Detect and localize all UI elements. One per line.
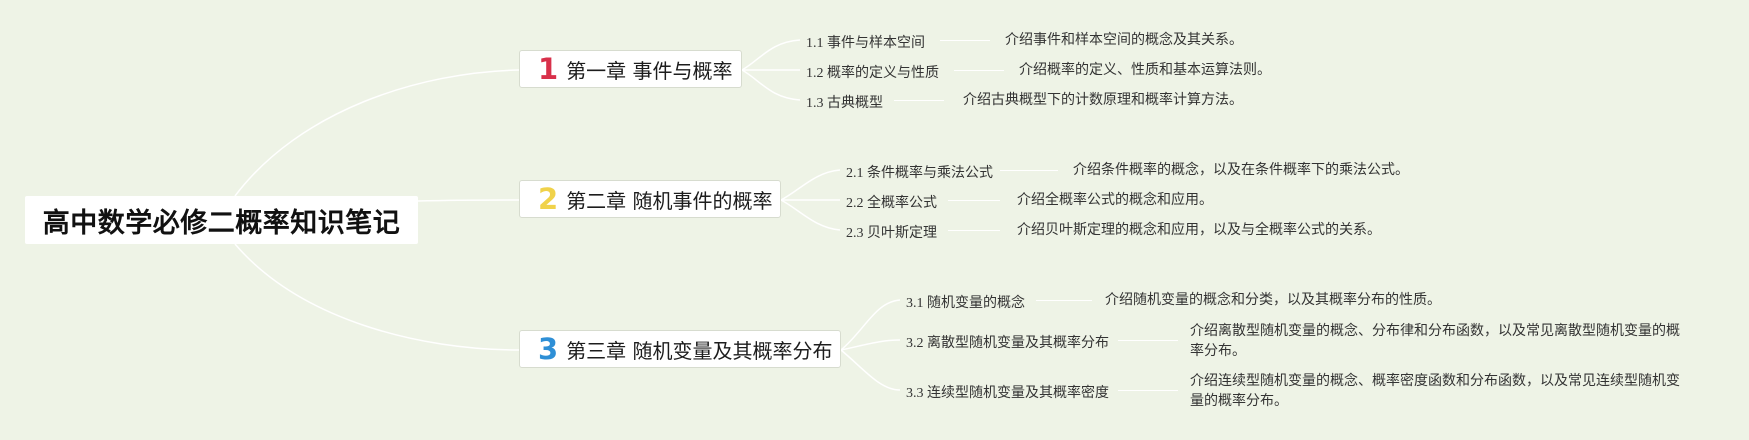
leader-3-2 [1118,340,1178,341]
leader-1-3 [894,100,944,101]
connector-ch3-s2 [840,339,901,351]
section-3-3-desc: 介绍连续型随机变量的概念、概率密度函数和分布函数，以及常见连续型随机变量的概率分… [1190,373,1680,409]
chapter-number-2: 2 [538,181,559,216]
section-2-3-desc: 介绍贝叶斯定理的概念和应用，以及与全概率公式的关系。 [1017,222,1381,238]
connector-ch1-s3 [741,69,801,101]
section-1-1-desc: 介绍事件和样本空间的概念及其关系。 [1005,32,1243,48]
connector-ch2-s1 [780,169,841,201]
section-3-2-desc: 介绍离散型随机变量的概念、分布律和分布函数，以及常见离散型随机变量的概率分布。 [1190,323,1680,359]
section-3-1-desc: 介绍随机变量的概念和分类，以及其概率分布的性质。 [1105,292,1441,308]
section-2-2-desc: 介绍全概率公式的概念和应用。 [1017,192,1213,208]
connector-root-ch1 [234,69,520,197]
section-1-2-title[interactable]: 1.2 概率的定义与性质 [806,66,939,81]
chapter-1-node[interactable]: 1 第一章 事件与概率 [519,50,742,88]
chapter-number-1: 1 [538,51,559,86]
leader-2-1 [1000,170,1058,171]
chapter-2-node[interactable]: 2 第二章 随机事件的概率 [519,180,781,218]
connector-root-ch2 [417,199,520,202]
leader-3-3 [1118,390,1178,391]
chapter-3-node[interactable]: 3 第三章 随机变量及其概率分布 [519,330,841,368]
root-topic[interactable]: 高中数学必修二概率知识笔记 [25,196,418,244]
leader-1-2 [954,70,1004,71]
section-1-2-desc: 介绍概率的定义、性质和基本运算法则。 [1019,62,1271,78]
section-2-2-title[interactable]: 2.2 全概率公式 [846,196,937,211]
connector-ch1-s1 [741,39,801,71]
section-3-3-title[interactable]: 3.3 连续型随机变量及其概率密度 [906,386,1109,401]
leader-1-1 [940,40,990,41]
chapter-3-label: 第三章 随机变量及其概率分布 [566,338,833,363]
section-2-3-title[interactable]: 2.3 贝叶斯定理 [846,226,937,241]
section-3-2-title[interactable]: 3.2 离散型随机变量及其概率分布 [906,336,1109,351]
connector-ch2-s3 [780,199,841,231]
connector-root-ch3 [234,243,520,351]
leader-3-1 [1036,300,1092,301]
connector-ch3-s3 [840,349,901,391]
section-1-1-title[interactable]: 1.1 事件与样本空间 [806,36,925,51]
leader-2-2 [948,200,1000,201]
section-1-3-title[interactable]: 1.3 古典概型 [806,96,883,111]
section-1-3-desc: 介绍古典概型下的计数原理和概率计算方法。 [963,92,1243,108]
root-title: 高中数学必修二概率知识笔记 [42,207,401,239]
section-2-1-desc: 介绍条件概率的概念，以及在条件概率下的乘法公式。 [1073,162,1409,178]
connector-ch3-s1 [840,299,901,351]
chapter-1-label: 第一章 事件与概率 [566,58,733,83]
section-2-1-title[interactable]: 2.1 条件概率与乘法公式 [846,166,993,181]
chapter-number-3: 3 [538,331,559,366]
leader-2-3 [948,230,1000,231]
chapter-2-label: 第二章 随机事件的概率 [566,188,773,213]
section-3-1-title[interactable]: 3.1 随机变量的概念 [906,296,1025,311]
